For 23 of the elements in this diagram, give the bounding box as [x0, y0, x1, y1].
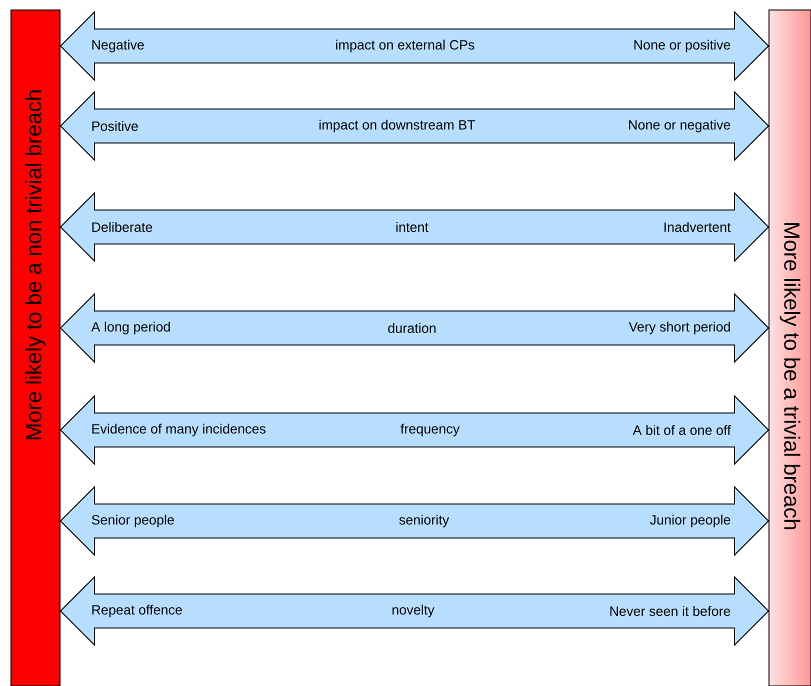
edge-label: impact on downstream BT [318, 118, 476, 134]
end-label: Deliberate [92, 222, 152, 232]
edge-label: duration [386, 322, 438, 334]
end-label: Senior people [92, 514, 174, 528]
end-label: None or positive [634, 40, 730, 52]
end-label: Junior people [650, 514, 730, 528]
edge-label: impact on external CPs [334, 38, 476, 54]
side-bar: More likely to be a non trivial breach [10, 10, 60, 686]
end-label: A bit of a one off [632, 425, 731, 435]
end-label: Repeat offence [92, 604, 182, 618]
edge-label: frequency [399, 422, 461, 438]
edge-label: novelty [390, 604, 436, 618]
end-label: Very short period [628, 322, 730, 334]
end-label: Positive [92, 121, 138, 131]
end-label: A long period [91, 322, 170, 334]
end-label: Inadvertent [664, 222, 731, 232]
edge-label: seniority [398, 514, 450, 528]
end-label: Negative [92, 40, 144, 52]
end-label: Never seen it before [610, 606, 730, 616]
end-label: Evidence of many incidences [92, 424, 266, 436]
side-bar: More likely to be a trivial breach [768, 10, 811, 686]
end-label: None or negative [629, 120, 730, 132]
edge-label: intent [394, 221, 430, 233]
